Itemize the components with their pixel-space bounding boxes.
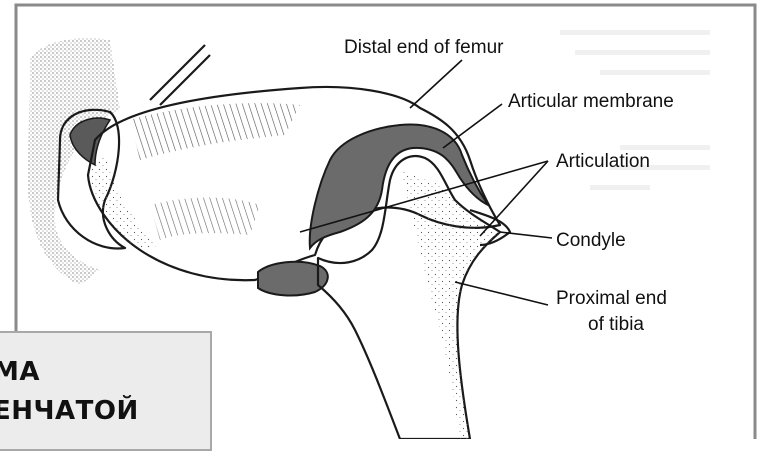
label-articulation: Articulation: [556, 151, 650, 172]
label-proximal-end-line2: of tibia: [588, 314, 644, 335]
label-articular-membrane: Articular membrane: [508, 91, 674, 112]
diagram-stage: Distal end of femur Articular membrane A…: [0, 0, 759, 439]
label-proximal-end-line1: Proximal end: [556, 288, 667, 309]
label-condyle: Condyle: [556, 230, 626, 251]
label-distal-end-of-femur: Distal end of femur: [344, 37, 504, 58]
caption-line-2: ЕНЧАТОЙ: [0, 396, 139, 426]
caption-line-1: МА: [0, 357, 40, 387]
caption-box: МА ЕНЧАТОЙ: [0, 331, 212, 451]
